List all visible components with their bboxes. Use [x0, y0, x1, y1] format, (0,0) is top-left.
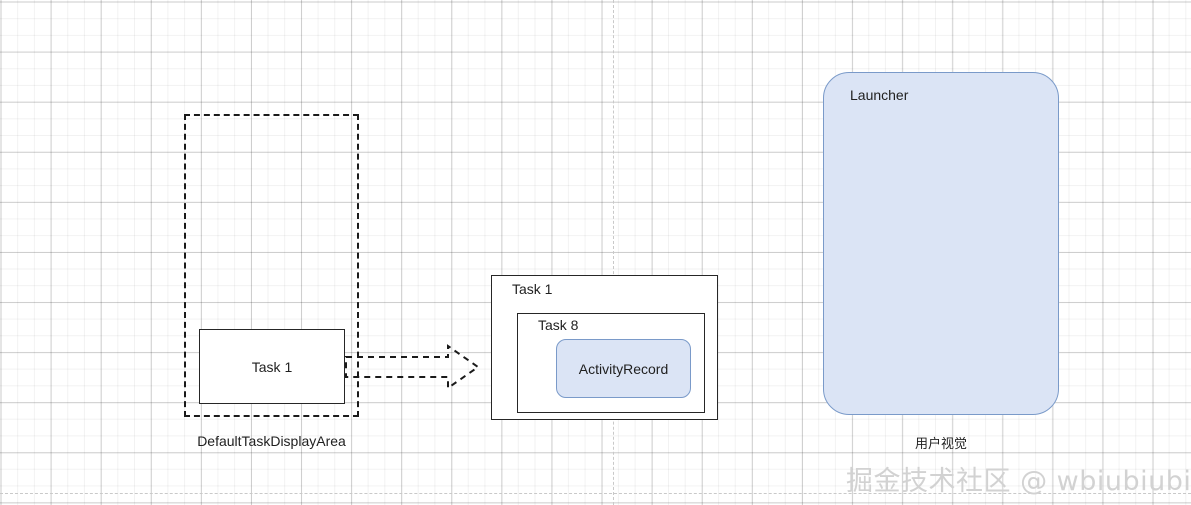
task-box-left-label: Task 1	[251, 358, 293, 375]
task-inner-label: Task 8	[538, 317, 579, 333]
launcher-caption: 用户视觉	[914, 436, 967, 451]
watermark: 掘金技术社区 @ wbiubiubiu	[846, 466, 1191, 497]
activity-record-label: ActivityRecord	[578, 360, 669, 377]
task-outer-label: Task 1	[512, 281, 553, 297]
default-task-display-area[interactable]	[184, 114, 359, 417]
task-box-left[interactable]: Task 1	[199, 329, 345, 404]
launcher-label: Launcher	[850, 87, 909, 103]
page-guide-vertical	[613, 0, 614, 505]
activity-record-box[interactable]: ActivityRecord	[556, 339, 691, 398]
default-task-display-area-label: DefaultTaskDisplayArea	[197, 433, 346, 449]
launcher-panel[interactable]: Launcher	[823, 72, 1059, 415]
page-guide-horizontal	[0, 493, 1191, 494]
block-arrow-right	[344, 344, 480, 390]
